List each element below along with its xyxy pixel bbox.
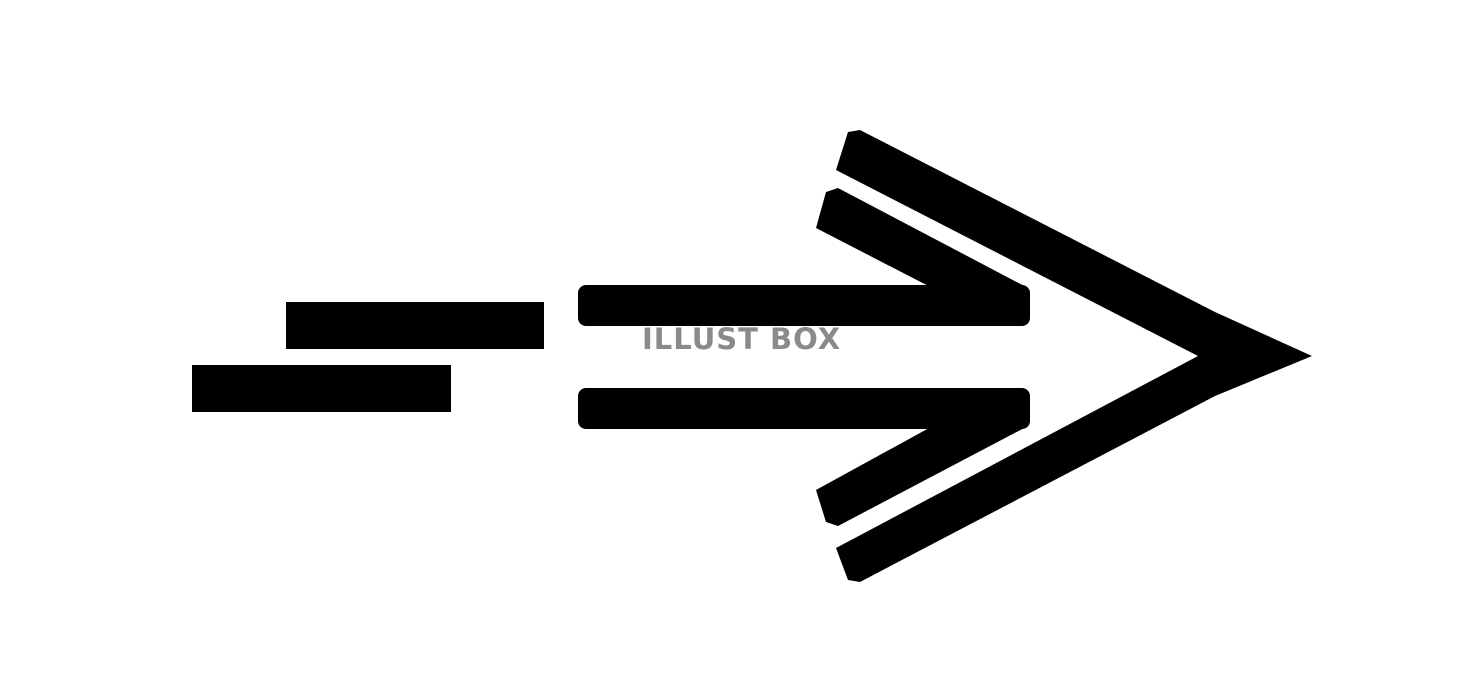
arrow-head: [836, 130, 1312, 582]
dash-lower: [192, 365, 451, 412]
inner-arrow-lower: [578, 388, 1030, 526]
watermark-text: ILLUST BOX: [642, 322, 842, 356]
inner-arrow-upper: [578, 188, 1030, 326]
dash-upper: [286, 302, 544, 349]
